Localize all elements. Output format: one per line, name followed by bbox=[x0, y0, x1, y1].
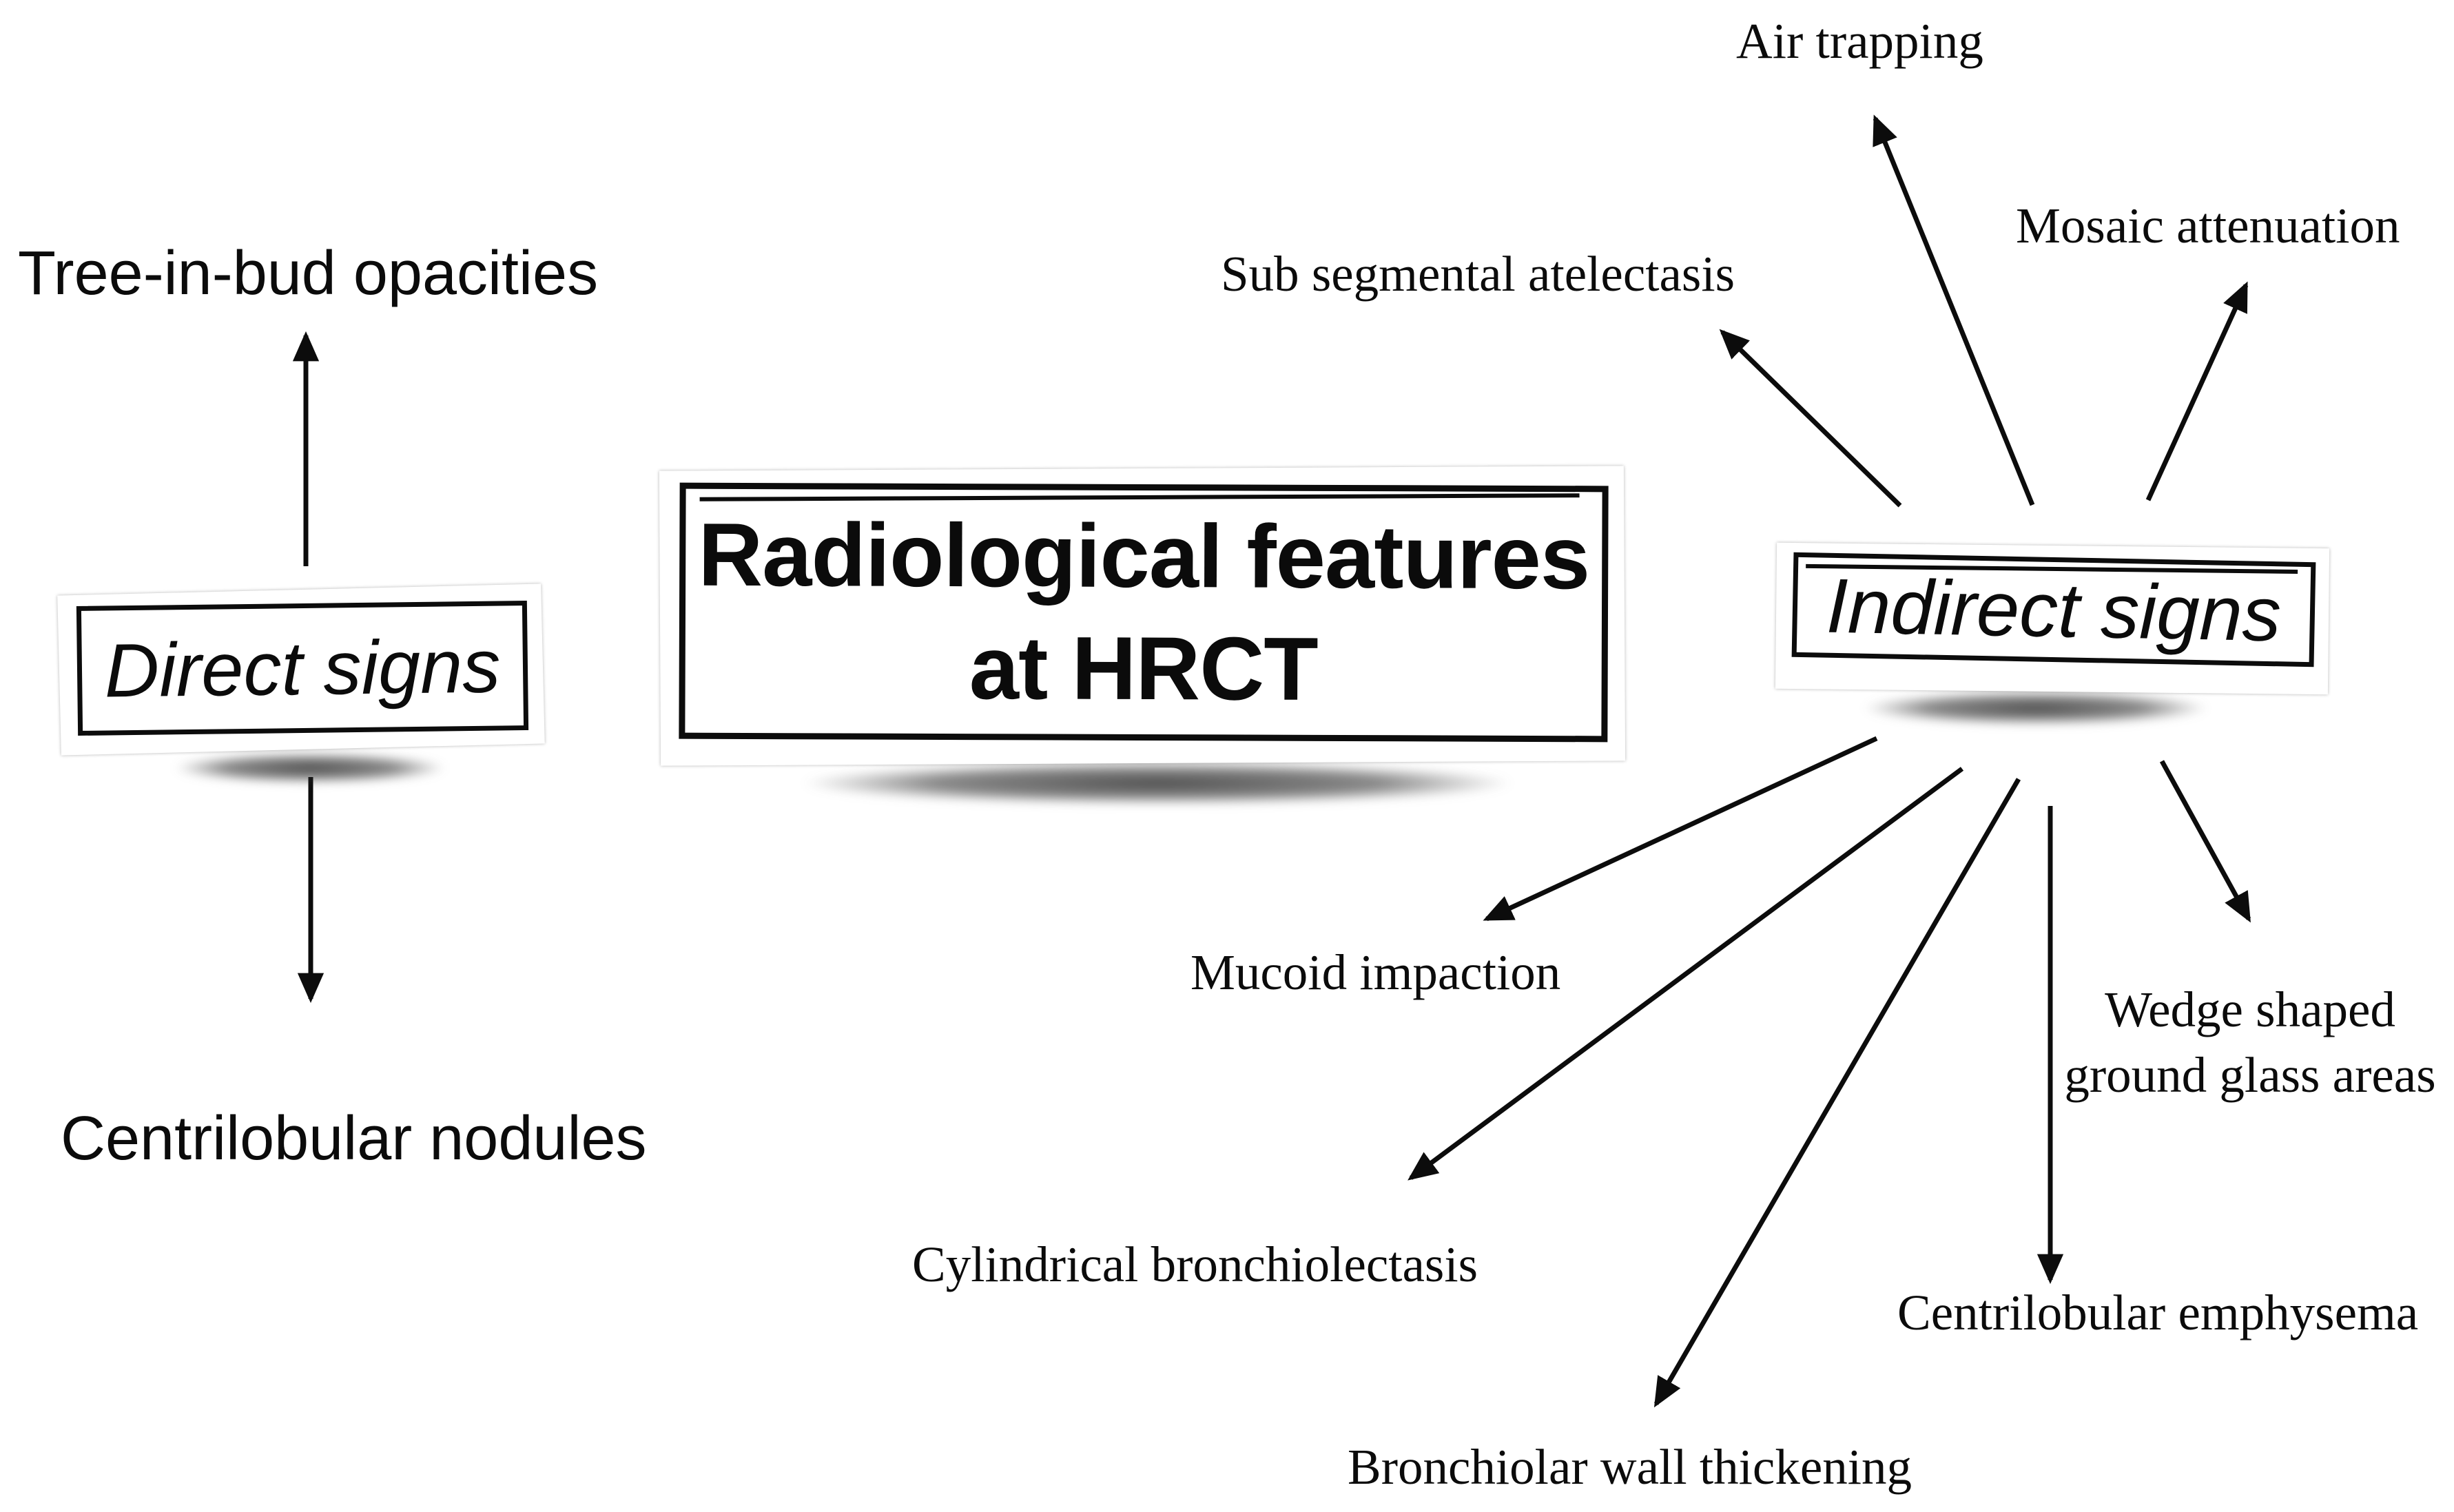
label-centrilobular-emphysema: Centrilobular emphysema bbox=[1897, 1285, 2419, 1340]
label-wedge-shaped-ground-glass-areas: Wedge shaped ground glass areas bbox=[2064, 982, 2436, 1103]
arrow-mucoid-impaction bbox=[1483, 736, 1878, 922]
label-tree-in-bud-opacities: Tree-in-bud opacities bbox=[18, 239, 599, 308]
label-bronchiolar-wall-thickening: Bronchiolar wall thickening bbox=[1348, 1439, 1912, 1495]
arrow-wedge-shaped-ground-glass bbox=[2159, 760, 2251, 923]
title-box: Radiological features at HRCT bbox=[679, 482, 1609, 743]
title-line-1: Radiological features bbox=[698, 504, 1590, 608]
arrow-mosaic-attenuation bbox=[2145, 281, 2249, 501]
indirect-signs-box-shadow bbox=[1808, 686, 2263, 730]
page-title: Radiological features at HRCT bbox=[698, 499, 1590, 727]
label-air-trapping: Air trapping bbox=[1736, 13, 1983, 69]
label-sub-segmental-atelectasis: Sub segmental atelectasis bbox=[1221, 246, 1735, 302]
indirect-signs-box: Indirect signs bbox=[1791, 552, 2316, 667]
label-centrilobular-nodules: Centrilobular nodules bbox=[61, 1104, 647, 1173]
label-cylindrical-bronchiolectasis: Cylindrical bronchiolectasis bbox=[912, 1236, 1478, 1292]
arrow-sub-segmental-atelectasis bbox=[1719, 329, 1902, 508]
arrow-cylindrical-bronchiolectasis bbox=[1408, 767, 1964, 1181]
title-line-2: at HRCT bbox=[969, 617, 1318, 719]
direct-signs-box-shadow bbox=[131, 748, 489, 788]
label-mosaic-attenuation: Mosaic attenuation bbox=[2016, 198, 2400, 253]
indirect-signs-label: Indirect signs bbox=[1825, 562, 2282, 657]
arrow-bronchiolar-wall-thickening bbox=[1653, 778, 2021, 1408]
label-mucoid-impaction: Mucoid impaction bbox=[1190, 944, 1561, 1000]
direct-signs-label: Direct signs bbox=[103, 623, 502, 714]
arrow-air-trapping bbox=[1873, 114, 2035, 506]
direct-signs-box: Direct signs bbox=[76, 601, 529, 736]
